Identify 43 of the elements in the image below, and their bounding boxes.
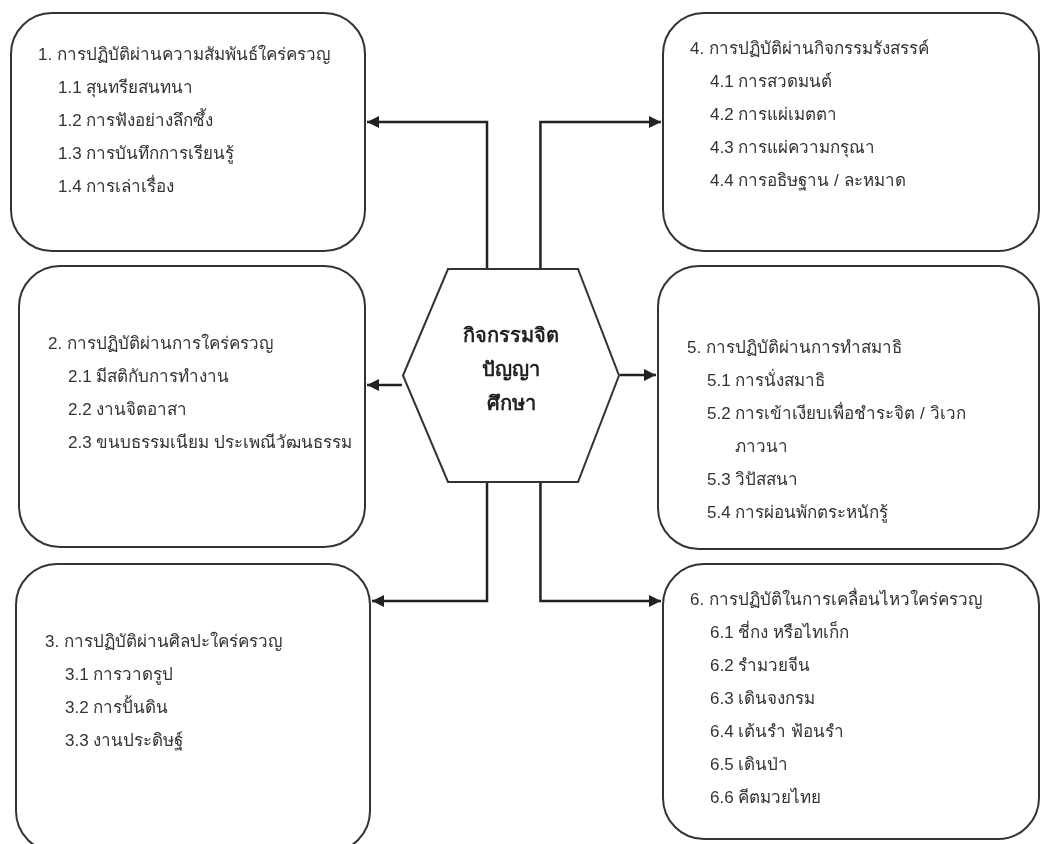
list-item: 1.2 การฟังอย่างลึกซึ้ง xyxy=(38,104,366,137)
rounded-box xyxy=(10,12,366,252)
list-item: 3.2 การปั้นดิน xyxy=(45,691,393,724)
rounded-box xyxy=(15,563,371,844)
arrow xyxy=(367,116,489,268)
hexagon-label: กิจกรรมจิตปัญญาศึกษา xyxy=(462,323,560,416)
arrow xyxy=(372,483,489,607)
box-heading: 1. การปฏิบัติผ่านความสัมพันธ์ใคร่ครวญ xyxy=(38,43,331,66)
list-item: 1.1 สุนทรียสนทนา xyxy=(57,77,195,100)
list-item: 6.3 เดินจงกรม xyxy=(709,688,817,710)
list-item: 6.1 ชี่กง หรือไทเก็ก xyxy=(690,616,1044,649)
list-item: 2.2 งานจิตอาสา xyxy=(67,399,189,421)
list-item: 5.4 การผ่อนพักตระหนักรู้ xyxy=(706,502,890,525)
box-heading: 6. การปฏิบัติในการเคลื่อนไหวใคร่ครวญ xyxy=(690,583,1040,616)
arrow xyxy=(620,369,656,381)
rounded-box xyxy=(657,265,1040,550)
box-heading: 2. การปฏิบัติผ่านการใคร่ครวญ xyxy=(48,332,274,355)
rounded-box xyxy=(662,12,1040,252)
list-item: 3.1 การวาดรูป xyxy=(64,664,175,687)
box-heading: 4. การปฏิบัติผ่านกิจกรรมรังสรรค์ xyxy=(690,38,930,60)
rounded-box xyxy=(662,563,1040,840)
list-item: 5.2 การเข้าเงียบเพื่อชำระจิต / วิเวกภาวนา xyxy=(687,397,1015,463)
list-item: 6.4 เต้นรำ ฟ้อนรำ xyxy=(709,721,846,743)
list-item: 4.4 การอธิษฐาน / ละหมาด xyxy=(709,170,907,193)
box-heading: 5. การปฏิบัติผ่านการทำสมาธิ xyxy=(687,337,903,359)
list-item: 2.3 ขนบธรรมเนียม ประเพณีวัฒนธรรม xyxy=(67,432,354,454)
list-item: 4.2 การแผ่เมตตา xyxy=(709,104,839,126)
list-item: 6.2 รำมวยจีน xyxy=(709,655,812,677)
list-item: 6.5 เดินป่า xyxy=(709,754,790,776)
arrow xyxy=(539,116,661,268)
list-item: 5.3 วิปัสสนา xyxy=(706,469,800,491)
arrow xyxy=(367,379,402,391)
list-item: 2.1 มีสติกับการทำงาน xyxy=(67,366,231,388)
list-item: 4.1 การสวดมนต์ xyxy=(709,71,834,93)
list-item: 4.3 การแผ่ความกรุณา xyxy=(709,137,877,160)
box-heading: 3. การปฏิบัติผ่านศิลปะใคร่ครวญ xyxy=(45,630,283,653)
arrow xyxy=(539,483,661,607)
rounded-box xyxy=(18,265,366,548)
list-item: 6.6 คีตมวยไทย xyxy=(709,786,823,809)
list-item: 1.3 การบันทึกการเรียนรู้ xyxy=(57,143,236,166)
list-item: 1.4 การเล่าเรื่อง xyxy=(38,170,366,203)
list-item: 3.3 งานประดิษฐ์ xyxy=(64,730,185,753)
list-item: 5.1 การนั่งสมาธิ xyxy=(687,364,1015,397)
